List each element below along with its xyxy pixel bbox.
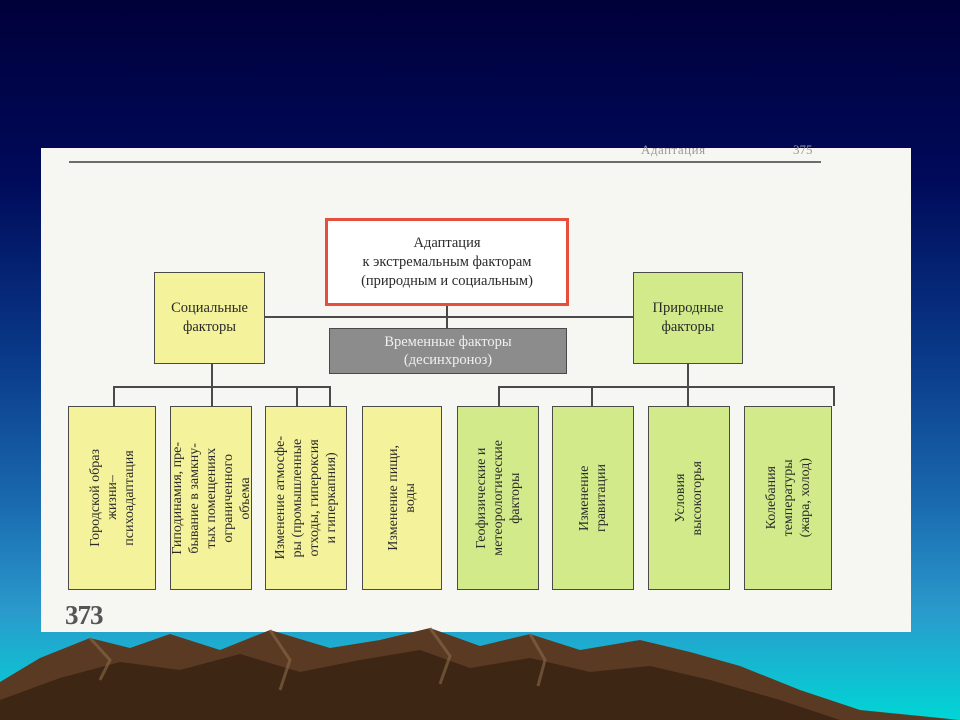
- mountain-highlights: [88, 627, 547, 691]
- node-social-factors: Социальные факторы: [154, 272, 265, 364]
- connector-social-bus: [113, 386, 329, 388]
- node-temperature-fluctuation: Колебания температуры (жара, холод): [744, 406, 832, 590]
- geophysical-factors-text: Геофизические и метеорологические фактор…: [473, 440, 523, 556]
- urban-lifestyle-text: Городской образ жизни– психоадаптация: [87, 449, 137, 547]
- node-temporal-factors: Временные факторы (десинхроноз): [329, 328, 567, 374]
- connector-drop-8: [833, 386, 835, 406]
- node-urban-lifestyle: Городской образ жизни– психоадаптация: [68, 406, 156, 590]
- connector-social-natural: [265, 316, 633, 318]
- atmosphere-change-text: Изменение атмосфе- ры (промышленные отхо…: [273, 436, 339, 560]
- temporal-line-1: Временные факторы: [384, 334, 512, 350]
- node-geophysical-factors: Геофизические и метеорологические фактор…: [457, 406, 539, 590]
- node-hypodynamia: Гиподинамия, пре- бывание в замкну- тых …: [169, 406, 253, 590]
- natural-line-2: факторы: [661, 319, 715, 335]
- connector-drop-6: [591, 386, 593, 406]
- connector-natural-bus: [498, 386, 833, 388]
- connector-drop-4: [329, 386, 331, 406]
- node-atmosphere-change: Изменение атмосфе- ры (промышленные отхо…: [265, 406, 347, 590]
- high-altitude-text: Условия высокогорья: [673, 460, 705, 536]
- gravity-change-text: Изменение гравитации: [577, 463, 609, 533]
- mountain-range-front: [0, 650, 840, 720]
- connector-social-down: [211, 364, 213, 386]
- temperature-fluctuation-text: Колебания температуры (жара, холод): [763, 458, 813, 538]
- header-page-ref: 375: [793, 142, 813, 157]
- page-number: 373: [65, 600, 103, 630]
- connector-drop-7: [687, 386, 689, 406]
- connector-drop-1: [113, 386, 115, 406]
- social-line-2: факторы: [182, 319, 237, 335]
- social-line-1: Социальные: [171, 300, 248, 316]
- root-node-adaptation: Адаптация к экстремальным факторам (прир…: [325, 218, 569, 306]
- connector-drop-5: [498, 386, 500, 406]
- node-food-water-change: Изменение пищи, воды: [362, 406, 442, 590]
- food-water-change-text: Изменение пищи, воды: [386, 445, 418, 551]
- running-title: Адаптация: [641, 142, 706, 157]
- hypodynamia-text: Гиподинамия, пре- бывание в замкну- тых …: [169, 441, 253, 555]
- temporal-line-2: (десинхроноз): [403, 352, 493, 368]
- connector-natural-down: [687, 364, 689, 386]
- root-line-3: (природным и социальным): [361, 272, 533, 289]
- connector-drop-3: [296, 386, 298, 406]
- node-natural-factors: Природные факторы: [633, 272, 743, 364]
- book-page-scan: Адаптация 375 Адаптация к экстремальным …: [41, 142, 911, 632]
- root-line-1: Адаптация: [413, 234, 481, 251]
- mountain-silhouette: [0, 627, 960, 720]
- root-line-2: к экстремальным факторам: [362, 253, 532, 270]
- connector-drop-2: [211, 386, 213, 406]
- connector-root-down: [446, 306, 448, 334]
- node-gravity-change: Изменение гравитации: [552, 406, 634, 590]
- header-rule: [69, 161, 821, 163]
- node-high-altitude: Условия высокогорья: [648, 406, 730, 590]
- natural-line-1: Природные: [652, 300, 724, 316]
